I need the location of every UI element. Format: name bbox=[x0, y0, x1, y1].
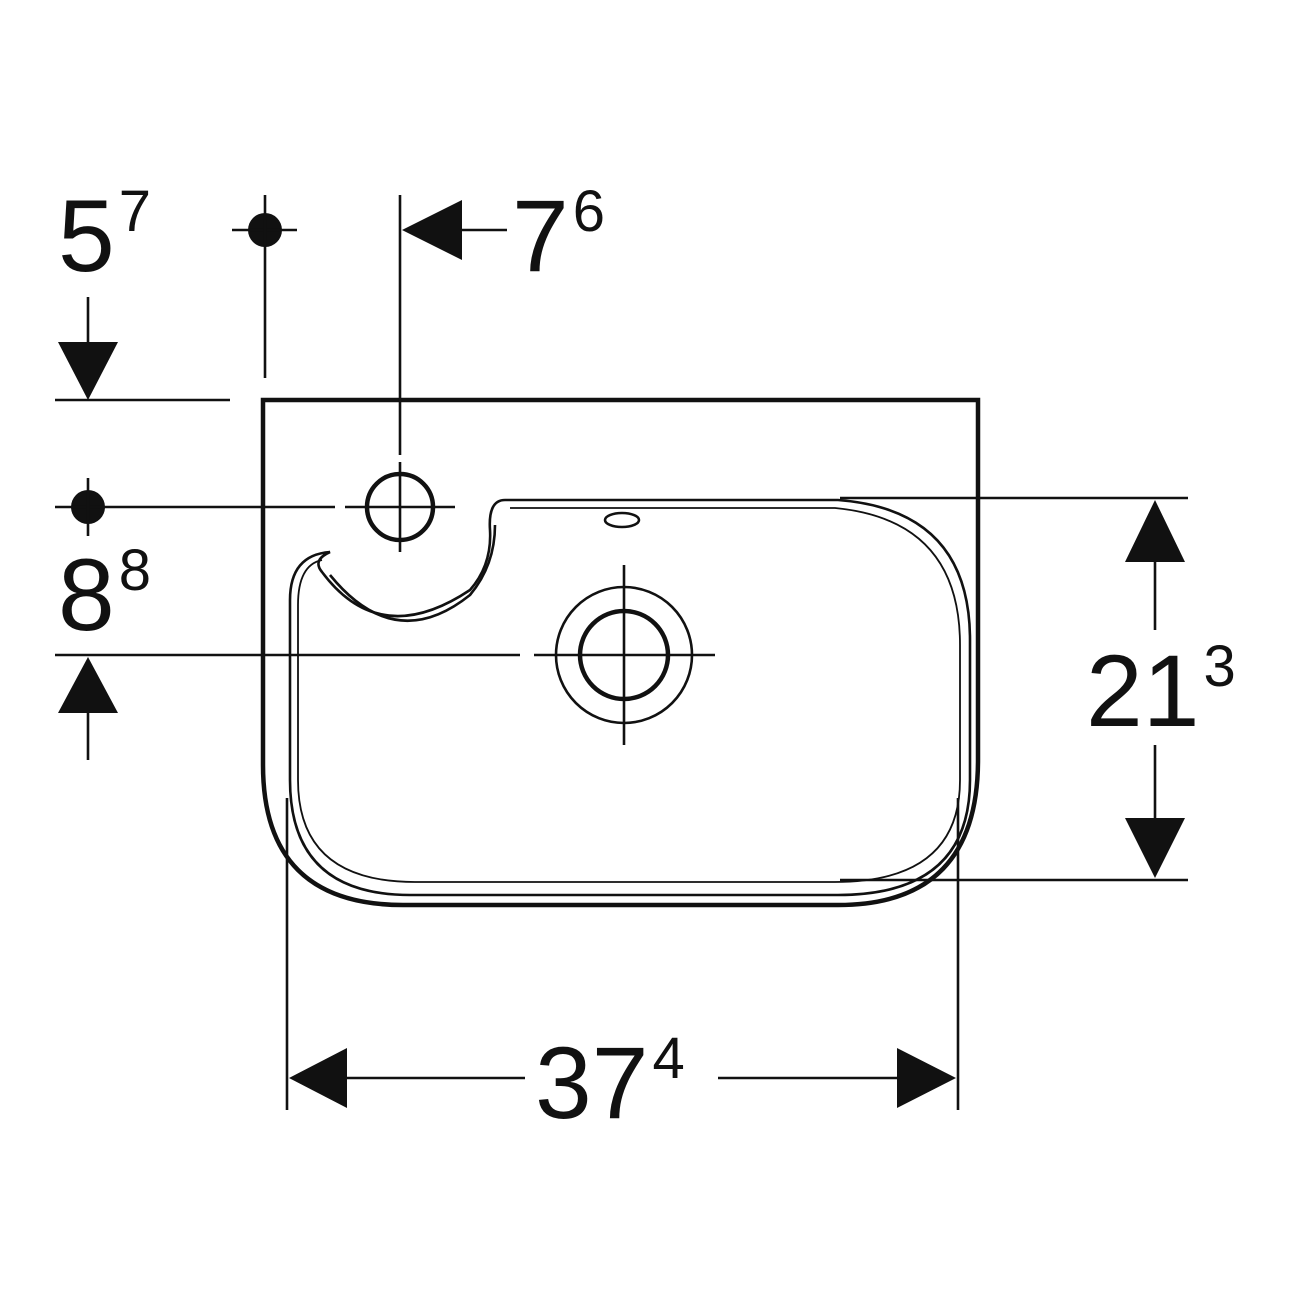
dim-37-4-arrow-right bbox=[897, 1048, 956, 1108]
dim-37-4-label: 374 bbox=[535, 1026, 685, 1140]
basin-outer-outline bbox=[260, 397, 981, 908]
dim-8-8-label: 88 bbox=[58, 538, 151, 652]
soap-recess bbox=[328, 524, 497, 623]
dim-21-3-label: 213 bbox=[1086, 634, 1236, 748]
overflow-icon bbox=[603, 511, 641, 529]
dim-37-4-arrow-left bbox=[289, 1048, 347, 1108]
basin-bowl-rim bbox=[288, 498, 972, 897]
dim-5-7-arrow bbox=[58, 342, 118, 400]
dim-21-3-arrow-top bbox=[1125, 500, 1185, 562]
dim-5-7-label: 57 bbox=[58, 179, 151, 293]
dim-21-3-arrow-bottom bbox=[1125, 818, 1185, 878]
dim-7-6-arrow bbox=[402, 200, 462, 260]
basin-bowl-inner-line bbox=[297, 507, 961, 883]
dim-8-8-arrow bbox=[58, 657, 118, 713]
dim-7-6-label: 76 bbox=[512, 179, 605, 293]
